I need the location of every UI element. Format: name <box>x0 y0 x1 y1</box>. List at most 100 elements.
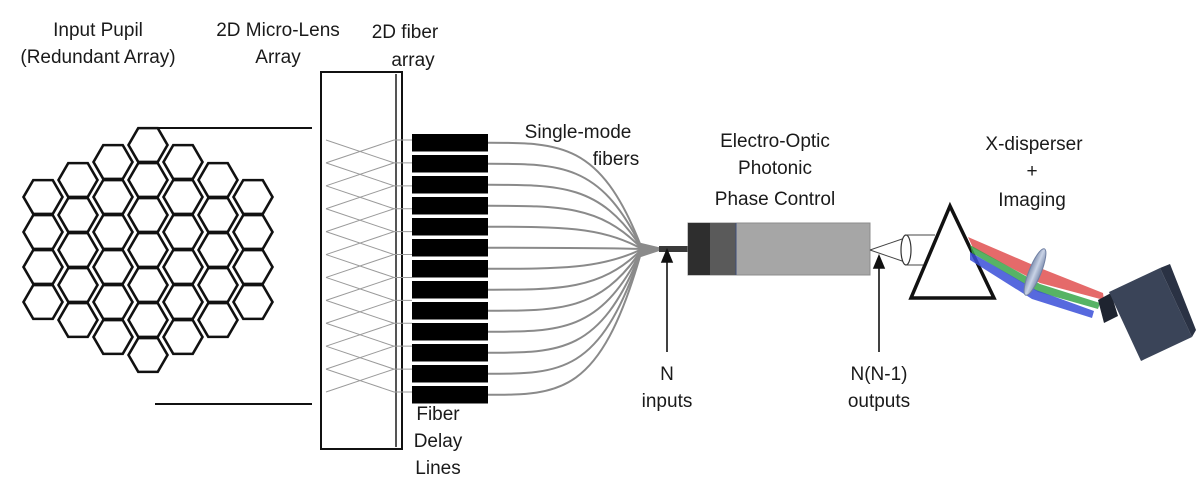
pupil-hexagon <box>126 196 170 234</box>
pupil-hexagon <box>21 213 65 251</box>
pupil-hexagon <box>161 178 205 216</box>
micro-lens-ray <box>325 254 395 278</box>
fiber-delay-block <box>412 239 488 257</box>
n-inputs-arrow <box>660 247 674 352</box>
single-mode-fiber <box>487 248 663 291</box>
outputs-label-line1: N(N-1) <box>851 364 908 385</box>
input-pupil-label-line1: Input Pupil <box>53 20 143 41</box>
fiber-delay-block <box>412 155 488 173</box>
fiber-array-label-line1: 2D fiber <box>372 22 439 43</box>
input-pupil-label-line2: (Redundant Array) <box>20 47 175 68</box>
micro-lens-ray <box>325 208 395 233</box>
micro-lens-ray <box>325 345 395 370</box>
pupil-hexagon <box>56 196 100 234</box>
camera-detector <box>1098 264 1196 361</box>
micro-lens-ray <box>325 231 395 256</box>
pupil-hexagon <box>231 178 275 216</box>
fiber-delay-block <box>412 281 488 299</box>
fiber-delay-block <box>412 176 488 194</box>
micro-lens-ray <box>325 299 395 324</box>
pupil-hexagon <box>161 143 205 181</box>
pupil-hexagon <box>91 143 135 181</box>
pupil-hexagon <box>196 301 240 339</box>
pupil-hexagon <box>196 231 240 269</box>
single-mode-fiber <box>487 225 663 250</box>
disperser-label-line1: X-disperser <box>985 134 1083 155</box>
single-mode-fiber <box>487 162 663 250</box>
imaging-lens <box>1023 248 1047 296</box>
pupil-hexagon <box>56 301 100 339</box>
pupil-hexagon <box>161 283 205 321</box>
photonic-chip-input-section <box>688 223 710 275</box>
n-inputs-label-line2: inputs <box>642 391 693 412</box>
pupil-hexagon <box>161 213 205 251</box>
single-mode-label-line1: Single-mode <box>525 122 632 143</box>
photonic-chip-coupler-section <box>710 223 736 275</box>
fiber-delay-block <box>412 302 488 320</box>
fiber-delay-block <box>412 218 488 236</box>
electro-optic-label-line1: Electro-Optic <box>720 131 830 152</box>
pupil-hexagon <box>161 248 205 286</box>
pupil-hexagon <box>56 231 100 269</box>
fiber-delay-block <box>412 197 488 215</box>
disperser-label-line3: Imaging <box>998 190 1066 211</box>
pupil-hexagon <box>91 213 135 251</box>
single-mode-fiber-bundle <box>487 141 663 396</box>
outputs-arrow <box>872 253 886 352</box>
delay-lines-label-line3: Lines <box>415 458 460 479</box>
micro-lens-ray-lines <box>325 139 412 393</box>
single-mode-fiber <box>487 204 663 250</box>
pupil-hexagon <box>126 336 170 374</box>
micro-lens-ray <box>325 185 395 210</box>
outputs-label-line2: outputs <box>848 391 910 412</box>
single-mode-fiber <box>487 248 663 312</box>
pupil-hexagon <box>126 231 170 269</box>
single-mode-fiber <box>487 141 663 250</box>
micro-lens-ray <box>325 322 395 347</box>
pupil-hexagon <box>231 248 275 286</box>
delay-lines-label-line1: Fiber <box>416 404 460 425</box>
single-mode-fiber <box>487 246 663 250</box>
pupil-hexagon <box>196 161 240 199</box>
micro-lens-label-line2: Array <box>255 47 301 68</box>
green-beam <box>970 245 1100 309</box>
collimating-lens <box>900 234 912 266</box>
pupil-hexagon <box>196 266 240 304</box>
pupil-hexagon <box>91 248 135 286</box>
micro-lens-ray <box>325 139 395 164</box>
pupil-hexagon <box>161 318 205 356</box>
micro-lens-ray <box>325 162 395 187</box>
single-mode-fiber <box>487 183 663 250</box>
delay-lines-label-line2: Delay <box>414 431 463 452</box>
single-mode-fiber <box>487 248 663 396</box>
fiber-bundle-connector <box>659 246 689 252</box>
fiber-delay-block <box>412 134 488 152</box>
fiber-delay-block <box>412 365 488 383</box>
fiber-delay-block <box>412 323 488 341</box>
pupil-hexagon <box>91 283 135 321</box>
disperser-label-line2: + <box>1026 161 1037 182</box>
pupil-hexagon <box>126 301 170 339</box>
pupil-hexagon <box>126 126 170 164</box>
pupil-hexagon <box>91 178 135 216</box>
pupil-hexagon <box>21 178 65 216</box>
fiber-delay-block <box>412 344 488 362</box>
micro-lens-array-box <box>320 71 403 450</box>
pupil-hexagon <box>56 161 100 199</box>
single-mode-label-line2: fibers <box>593 149 639 170</box>
micro-lens-ray <box>325 276 395 301</box>
pupil-hexagon <box>56 266 100 304</box>
pupil-hexagon <box>126 161 170 199</box>
electro-optic-label-line2: Photonic <box>738 158 812 179</box>
input-pupil-hexagon-array <box>21 126 275 374</box>
single-mode-fiber <box>487 248 663 354</box>
pupil-hexagon <box>231 213 275 251</box>
pupil-hexagon <box>126 266 170 304</box>
micro-lens-label-line1: 2D Micro-Lens <box>216 20 340 41</box>
single-mode-fiber <box>487 248 663 333</box>
fiber-array-label-line2: array <box>391 50 435 71</box>
output-cone <box>869 237 906 263</box>
fiber-delay-block <box>412 260 488 278</box>
pupil-hexagon <box>21 248 65 286</box>
